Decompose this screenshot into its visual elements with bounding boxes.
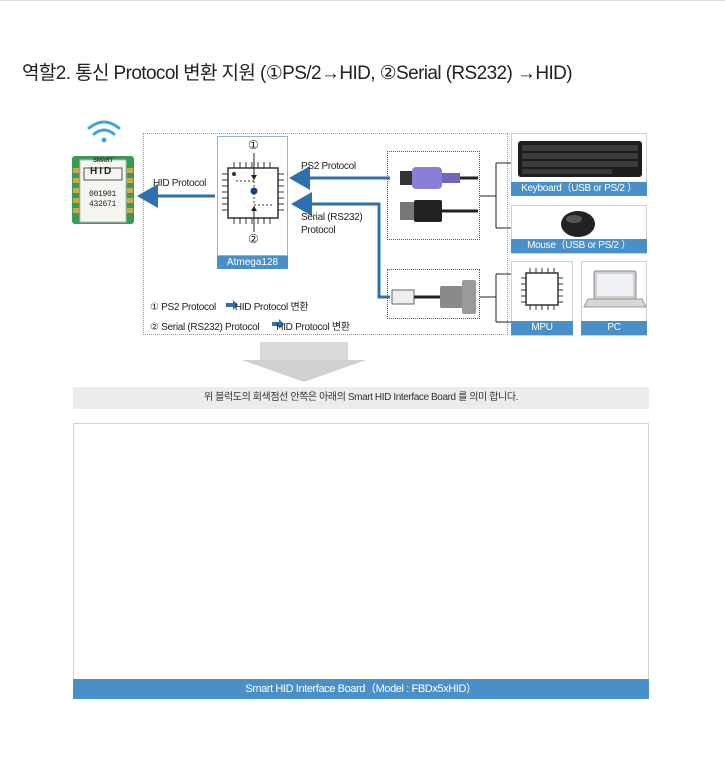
serial-protocol-label-line1: Serial (RS232) [301,212,363,223]
serial-arrow [291,192,390,299]
mpu-label: MPU [511,321,573,335]
marker-1: ① [248,138,259,152]
down-arrow-icon [242,342,366,382]
legend-1-num: ① [150,302,159,313]
atmega-chip-label: Atmega128 [217,256,288,269]
note-bar: 위 블럭도의 회색점선 안쪽은 아래의 Smart HID Interface … [73,387,649,409]
legend-arrow-1-icon [226,300,238,310]
hid-module-image [72,156,134,224]
hid-protocol-label: HID Protocol [153,178,207,189]
ps2-usb-connector-box [387,151,480,240]
page-title: 역할2. 통신 Protocol 변환 지원 (①PS/2→HID, ②Seri… [22,63,573,84]
mpu-image [521,268,563,310]
ps2-connector-image [400,167,478,222]
legend-item-1: ① PS2 Protocol HID Protocol 변환 [150,298,309,313]
keyboard-image [518,141,642,177]
mouse-image [561,211,595,237]
marker-2: ② [248,232,259,246]
legend-2-num: ② [150,322,159,333]
serial-protocol-label-line2: Protocol [301,225,336,236]
hid-module-title: HID [90,166,114,177]
legend-2-text: Serial (RS232) Protocol [161,322,260,333]
wifi-icon [87,120,121,143]
device-bus-lines [480,162,511,323]
pc-label: PC [581,321,647,335]
mouse-label: Mouse（USB or PS/2 ） [511,239,647,253]
legend-1-target: HID Protocol 변환 [234,302,309,313]
legend-1-text: PS2 Protocol [161,302,216,313]
hid-module-brand: SMART [93,158,113,164]
legend-2-target: HID Protocol 변환 [276,322,350,333]
top-divider [0,0,725,1]
legend-arrow-2-icon [272,319,284,329]
serial-connector-image [391,280,476,314]
hid-module-code1: 001901 [89,190,117,199]
keyboard-label: Keyboard（USB or PS/2 ） [511,182,647,196]
laptop-image [583,270,647,308]
atmega-chip-image [222,153,284,232]
legend-item-2: ② Serial (RS232) Protocol HID Protocol 변… [150,318,350,333]
photo-frame [73,423,649,699]
photo-caption: Smart HID Interface Board（Model : FBDx5x… [73,679,649,699]
ps2-protocol-label: PS2 Protocol [301,161,356,172]
hid-module-code2: 432671 [89,200,117,209]
board-boundary [143,133,508,335]
